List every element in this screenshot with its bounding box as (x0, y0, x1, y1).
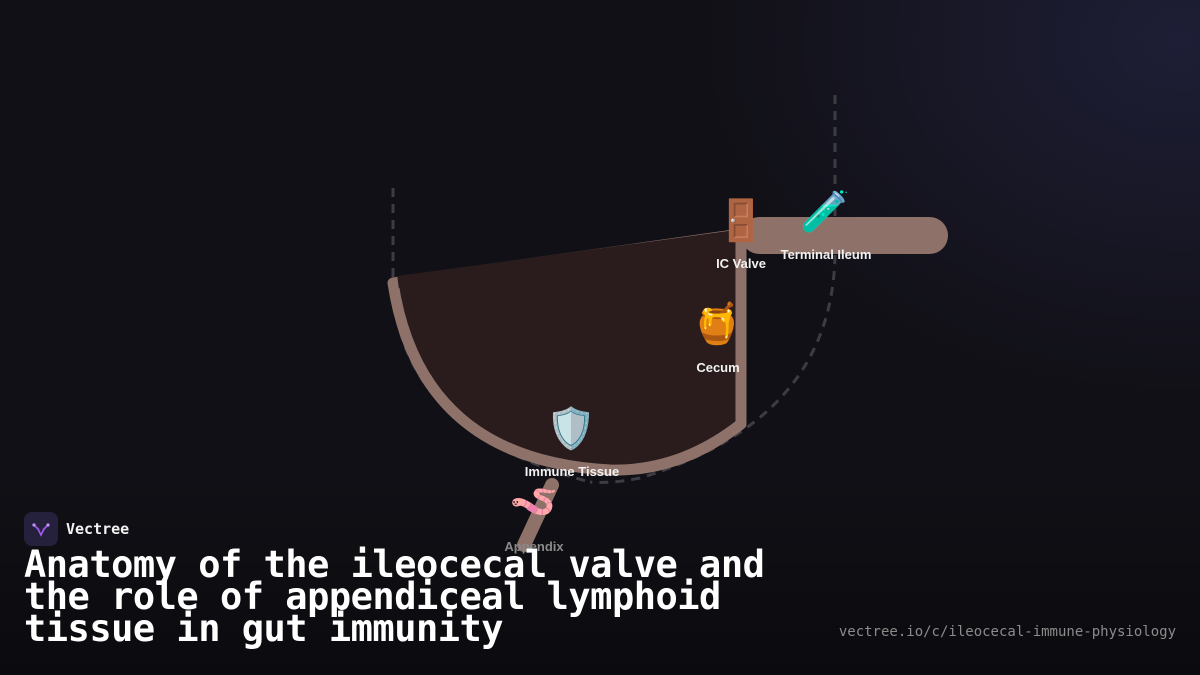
worm-icon: 🪱 (509, 479, 559, 525)
immune-tissue-label: Immune Tissue (524, 464, 620, 479)
ic-valve-label: IC Valve (716, 256, 766, 271)
terminal-ileum-label: Terminal Ileum (780, 247, 872, 262)
terminal-ileum-tube (741, 217, 948, 254)
appendix-tube (517, 478, 559, 552)
vectree-logo-icon (24, 512, 58, 546)
brand[interactable]: Vectree (24, 512, 129, 546)
honey-pot-icon: 🍯 (692, 301, 742, 347)
page-title: Anatomy of the ileocecal valve and the r… (24, 543, 765, 650)
test-tube-icon: 🧪 (800, 189, 850, 235)
brand-name: Vectree (66, 520, 130, 538)
cecum-opening (397, 230, 737, 288)
door-icon: 🚪 (716, 198, 766, 244)
page-url[interactable]: vectree.io/c/ileocecal-immune-physiology (838, 624, 1176, 640)
cecum-body (387, 228, 747, 476)
appendix-label: Appendix (504, 539, 564, 554)
shield-icon: 🛡️ (546, 406, 596, 452)
cecum-label: Cecum (696, 360, 740, 375)
